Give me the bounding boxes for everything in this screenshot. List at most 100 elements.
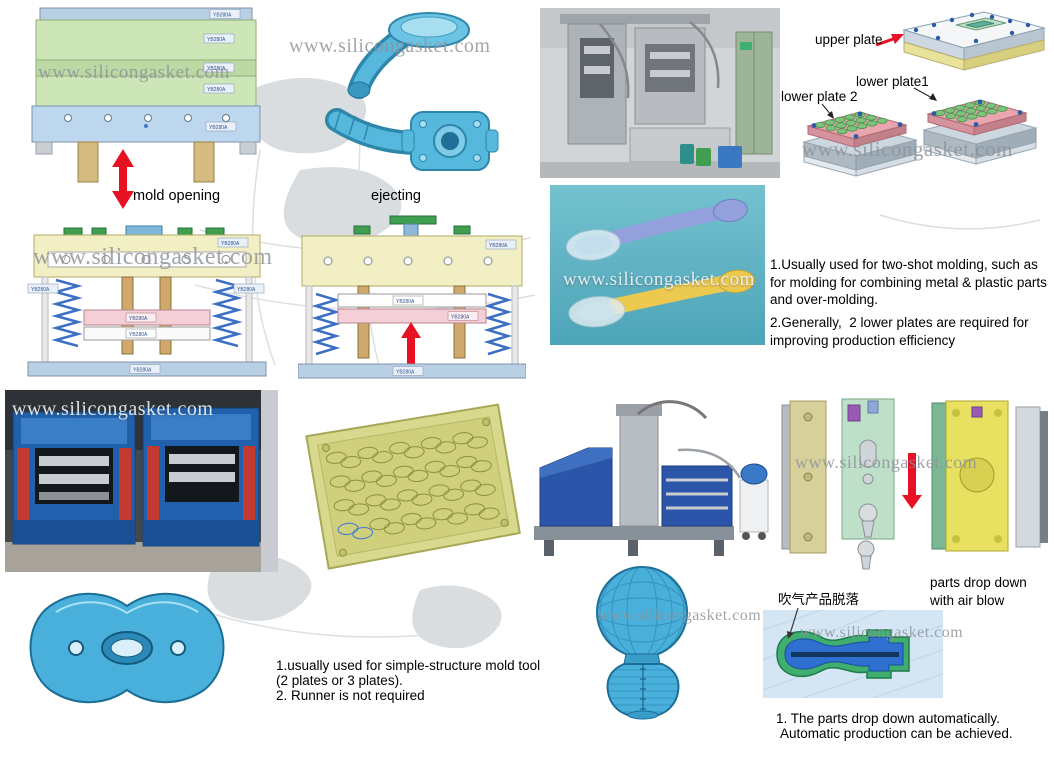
cavity-plate-diagram: [305, 403, 521, 570]
teal-barrel: [680, 144, 694, 164]
watermark: www.silicongasket.com: [800, 624, 964, 641]
feeder-cart: [677, 448, 769, 540]
auto-note-1: 1. The parts drop down automatically.: [776, 711, 1000, 726]
dropping-parts: [857, 503, 878, 570]
spring-left: [311, 292, 341, 356]
plate-tag: YB280A: [129, 364, 161, 374]
spring-right: [211, 278, 243, 348]
cn-label-arrow-icon: [787, 607, 799, 639]
machine-body: [539, 400, 733, 527]
plate-tag: YB280A: [485, 239, 517, 250]
lower-plate2-label: lower plate 2: [781, 89, 858, 104]
plate-tag: YB280A: [203, 83, 235, 94]
drop-arrow-icon: [902, 453, 922, 509]
control-cabinet: [735, 31, 773, 155]
watermark: www.silicongasket.com: [598, 607, 762, 624]
mold-section-diagram-1: YB280A YB280A YB280A YB280A YB280A YB280…: [27, 225, 267, 377]
svg-text:YB280A: YB280A: [129, 332, 148, 338]
svg-text:YB280A: YB280A: [133, 367, 152, 373]
watermark: www.silicongasket.com: [38, 62, 230, 83]
gasket-part-diagram: [29, 592, 225, 704]
press-machines-photo: [5, 390, 278, 572]
left-plate: [781, 400, 827, 554]
svg-text:YB280A: YB280A: [489, 243, 508, 249]
two-shot-note-1: 1.Usually used for two-shot molding, suc…: [770, 257, 1051, 308]
gasket-hole-right: [170, 640, 186, 656]
right-plate: [931, 400, 1009, 552]
plate-tag: YB280A: [27, 283, 59, 294]
blow-off-section-diagram: [763, 610, 943, 698]
lower-plate2-arrow-icon: [821, 103, 834, 119]
mold-opening-label: mold opening: [133, 188, 221, 204]
watermark: www.silicongasket.com: [795, 452, 978, 472]
svg-text:YB280A: YB280A: [451, 314, 470, 320]
simple-mold-note-2: (2 plates or 3 plates).: [276, 673, 403, 688]
ejected-part-1: [347, 12, 470, 99]
ejecting-label: ejecting: [371, 188, 421, 204]
eject-arrow-icon: [401, 322, 421, 366]
watermark: www.silicongasket.com: [289, 35, 491, 57]
plate-tag: YB280A: [203, 62, 235, 73]
ejected-part-2: [325, 108, 499, 171]
yellow-spoon: [568, 269, 756, 328]
spring-right: [483, 292, 513, 356]
svg-text:YB280A: YB280A: [213, 12, 232, 18]
svg-text:YB280A: YB280A: [209, 125, 228, 131]
exploded-mold-diagram: [803, 11, 1046, 177]
air-blow-caption: parts drop down with air blow: [930, 575, 1031, 608]
svg-text:YB280A: YB280A: [129, 316, 148, 322]
plate-tag: YB280A: [233, 283, 265, 294]
svg-text:YB280A: YB280A: [207, 37, 226, 43]
plate-tag: YB280A: [392, 295, 424, 306]
mold-section-diagram-2: YB280A YB280A YB280A YB280A: [298, 215, 526, 379]
svg-text:YB280A: YB280A: [207, 66, 226, 72]
two-shot-note-2: 2.Generally, 2 lower plates are required…: [770, 315, 1033, 348]
press-machine-1: [12, 411, 136, 545]
watermark: www.silicongasket.com: [33, 244, 273, 270]
spoons-photo: [550, 185, 765, 345]
far-right-plate: [1015, 406, 1048, 548]
plate-tag: YB280A: [209, 9, 241, 19]
watermark: www.silicongasket.com: [563, 269, 755, 290]
svg-text:YB280A: YB280A: [221, 241, 240, 247]
svg-text:YB280A: YB280A: [396, 299, 415, 305]
svg-text:YB280A: YB280A: [396, 369, 415, 375]
plate-tag: YB280A: [125, 312, 157, 323]
mold-opening-diagram: YB280A YB280A YB280A YB280A YB280A: [31, 7, 261, 183]
upper-plate-arrow-icon: [875, 34, 904, 47]
simple-mold-note-3: 2. Runner is not required: [276, 688, 425, 703]
plate-tag: YB280A: [447, 311, 479, 321]
simple-mold-note-1: 1.usually used for simple-structure mold…: [276, 658, 541, 673]
gasket-hole-center: [110, 638, 144, 658]
center-press: [634, 27, 706, 125]
blue-bin: [718, 146, 742, 168]
ejector-top: [353, 215, 471, 237]
upper-plate-label: upper plate: [815, 32, 883, 47]
plate-tag: YB280A: [203, 33, 235, 44]
auto-note-2: Automatic production can be achieved.: [780, 726, 1013, 741]
ejecting-parts-diagram: [325, 12, 499, 171]
plate-tag: YB280A: [125, 328, 157, 339]
upper-plate-assembly: [902, 11, 1046, 71]
air-blow-cn-label: 吹气产品脱落: [778, 592, 859, 607]
plate-tag: YB280A: [217, 237, 249, 248]
svg-text:YB280A: YB280A: [237, 287, 256, 293]
plate-tag: YB280A: [205, 121, 237, 132]
watermark: www.silicongasket.com: [12, 398, 214, 420]
lower-plate1-label: lower plate1: [856, 74, 929, 89]
plate-tag: YB280A: [392, 366, 424, 376]
top-clamps: [63, 225, 225, 236]
injection-machine-photo: [534, 400, 769, 556]
press-machine-2: [142, 407, 260, 547]
green-bucket: [696, 148, 711, 166]
watermark: www.silicongasket.com: [802, 137, 1013, 161]
lower-plate1-arrow-icon: [913, 87, 937, 101]
workshop-photo: [540, 8, 780, 178]
svg-text:YB280A: YB280A: [207, 87, 226, 93]
blue-spoon: [565, 198, 748, 261]
vertical-molding-machine: [567, 23, 627, 145]
svg-text:YB280A: YB280A: [31, 287, 50, 293]
air-blow-mold-diagram: [781, 398, 1048, 570]
